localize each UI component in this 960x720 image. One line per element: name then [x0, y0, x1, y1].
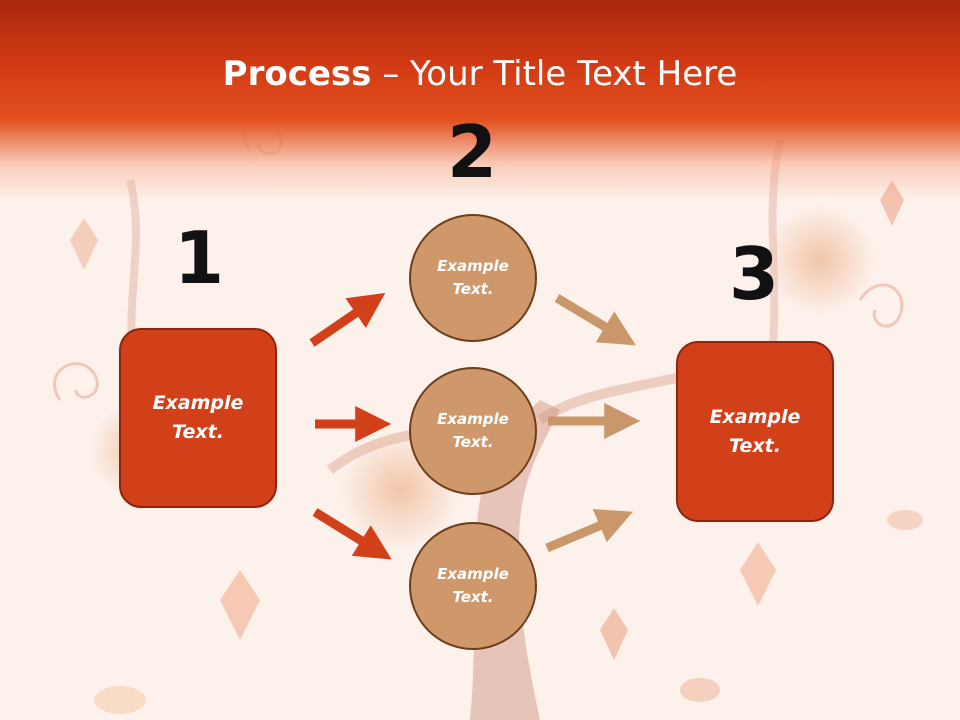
title-band [0, 0, 960, 200]
process-box-left: Example Text. [119, 328, 277, 508]
title-dash: – [371, 54, 411, 94]
process-box-right: Example Text. [676, 341, 834, 522]
process-circle-middle: Example Text. [409, 367, 537, 495]
slide-title: Process – Your Title Text Here [0, 52, 960, 96]
process-circle-top: Example Text. [409, 214, 537, 342]
step-number-2: 2 [446, 110, 498, 194]
step-number-3: 3 [728, 232, 780, 316]
arrow-bottom-to-right [545, 509, 633, 553]
title-rest: Your Title Text Here [410, 54, 738, 94]
arrow-left-to-top [309, 292, 386, 347]
arrow-top-to-right [554, 294, 636, 346]
process-circle-bottom: Example Text. [409, 522, 537, 650]
title-bold: Process [222, 54, 372, 94]
arrow-left-to-bottom [312, 508, 392, 560]
step-number-1: 1 [173, 216, 225, 300]
